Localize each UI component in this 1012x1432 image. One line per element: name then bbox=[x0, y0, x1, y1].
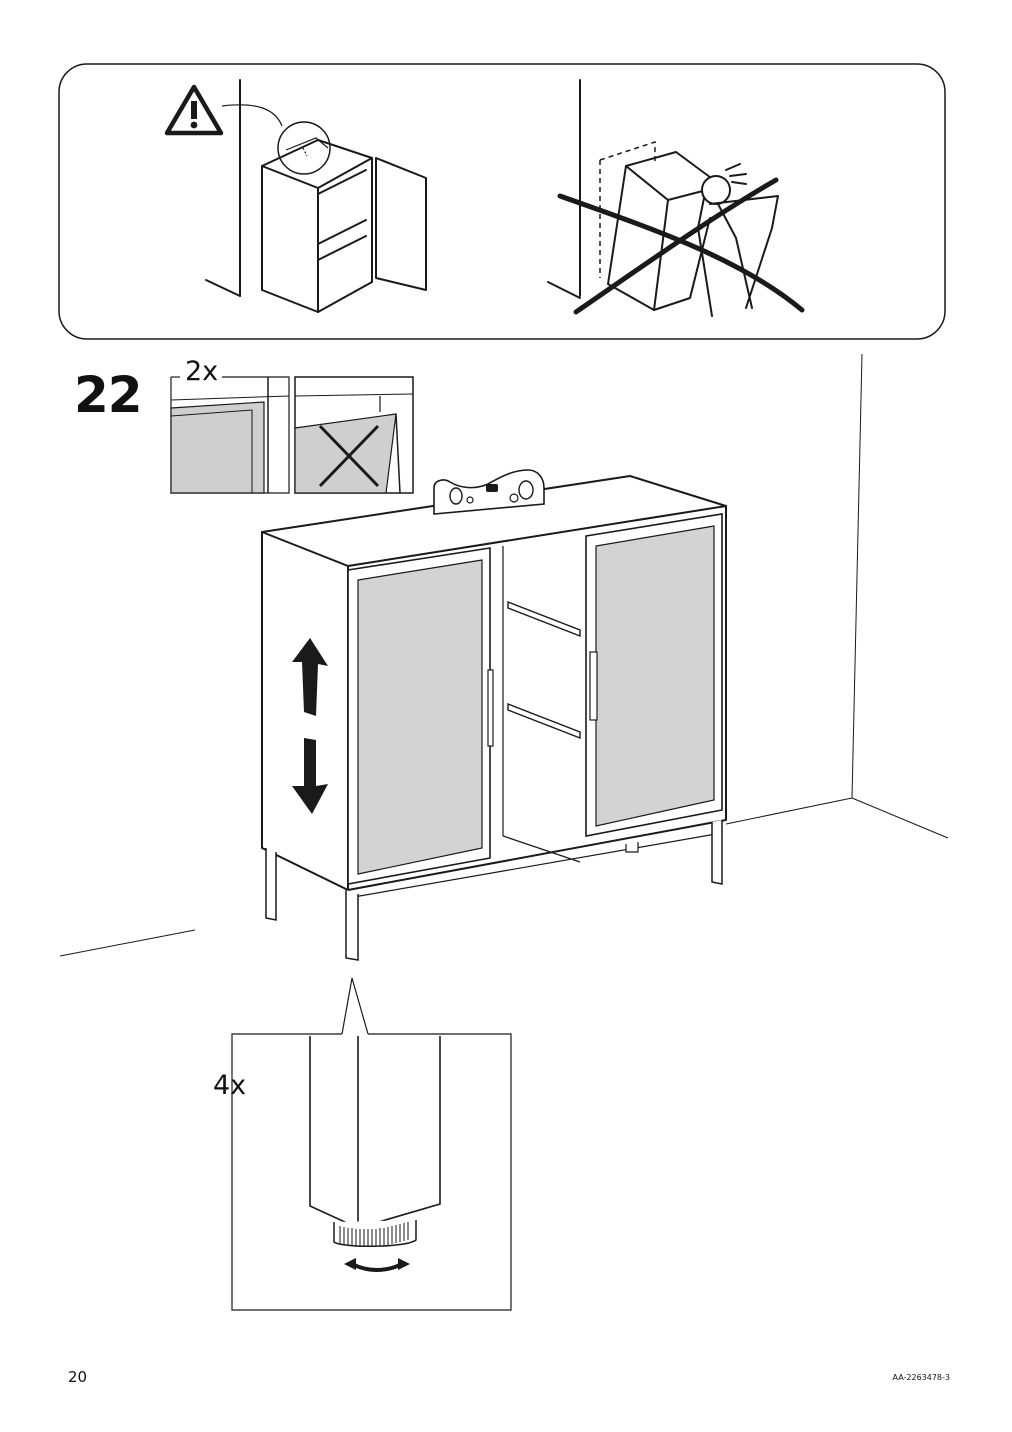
step-number: 22 bbox=[74, 366, 143, 424]
sideboard-illustration bbox=[250, 460, 750, 970]
rotate-arrow-icon bbox=[342, 1256, 412, 1278]
tipping-cabinet-prohibited-illustration bbox=[540, 78, 820, 323]
page-number: 20 bbox=[68, 1368, 88, 1386]
room-corner-lines bbox=[0, 350, 1012, 970]
door-quantity-label: 2x bbox=[183, 356, 221, 387]
safety-panel bbox=[58, 63, 946, 340]
door-alignment-detail bbox=[168, 360, 418, 500]
foot-quantity-label: 4x bbox=[213, 1070, 247, 1101]
warning-triangle-icon bbox=[164, 84, 224, 136]
adjustable-foot-detail bbox=[230, 976, 514, 1314]
up-down-arrows-icon bbox=[288, 636, 332, 816]
document-code: AA-2263478-3 bbox=[892, 1373, 950, 1382]
spirit-level-icon bbox=[430, 466, 548, 522]
anchored-cabinet-illustration bbox=[200, 78, 440, 318]
